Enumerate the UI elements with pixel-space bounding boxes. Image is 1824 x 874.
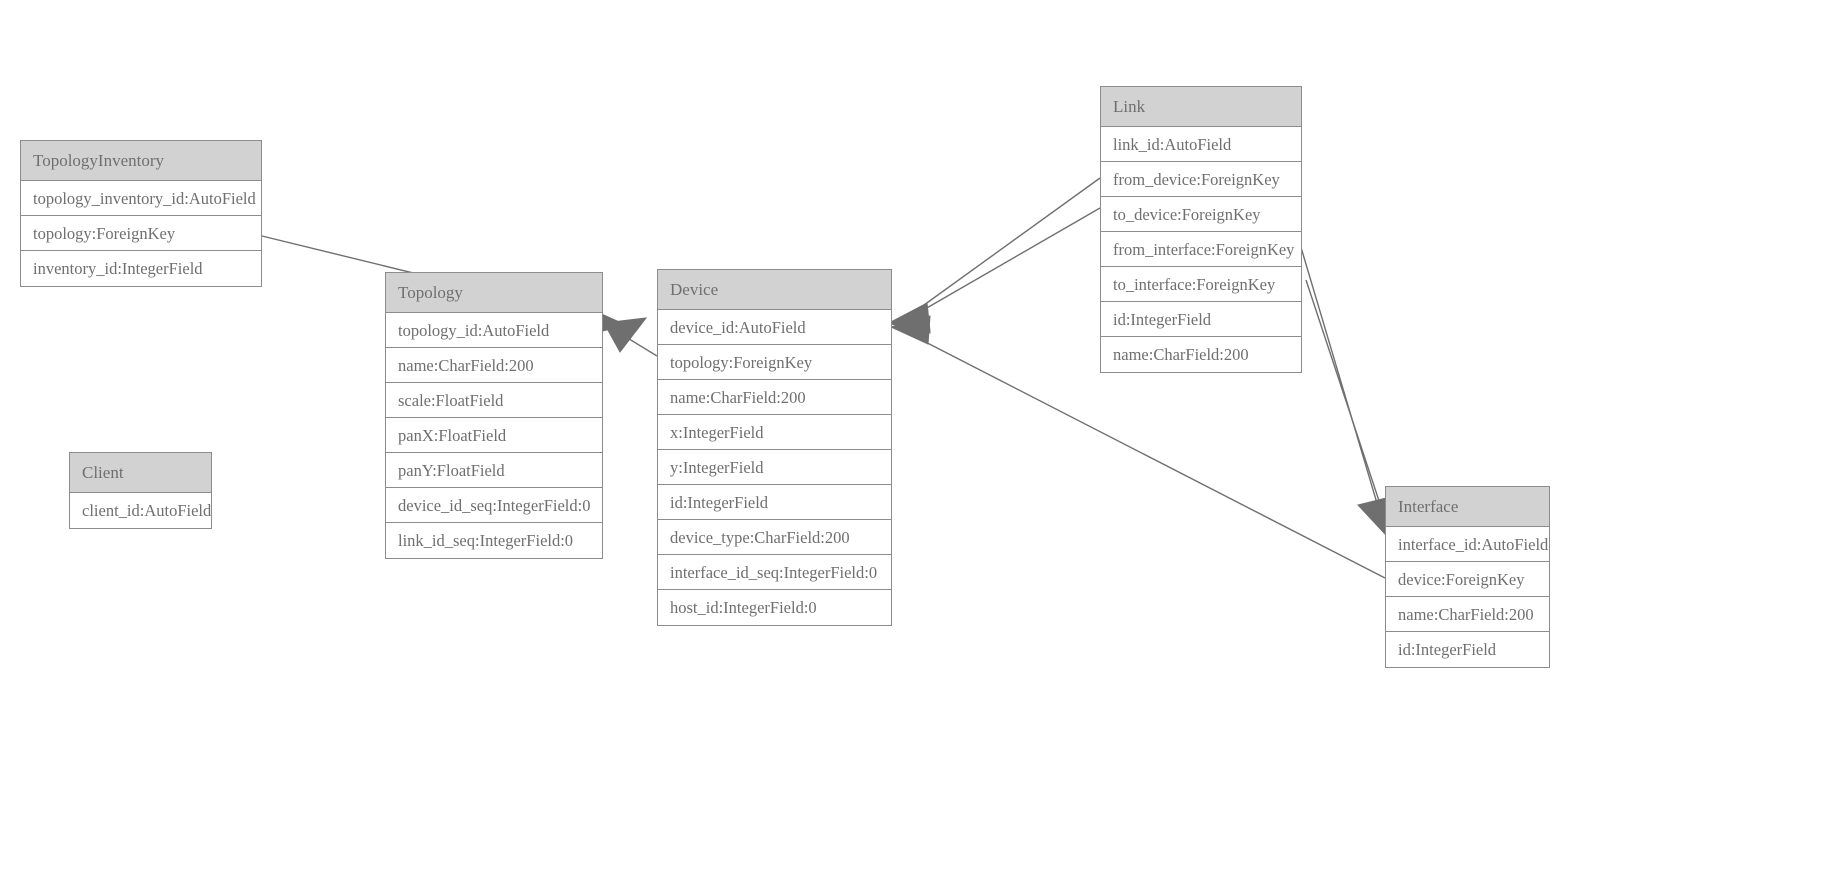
- field-row[interactable]: to_interface:ForeignKey: [1101, 267, 1301, 302]
- entity-title-client: Client: [70, 453, 211, 493]
- relationship-arrowhead: [1357, 497, 1387, 536]
- field-row[interactable]: to_device:ForeignKey: [1101, 197, 1301, 232]
- field-row[interactable]: device:ForeignKey: [1386, 562, 1549, 597]
- entity-fields-client: client_id:AutoField: [70, 493, 211, 528]
- relationship-arrowhead: [889, 302, 931, 332]
- field-row[interactable]: link_id:AutoField: [1101, 127, 1301, 162]
- entity-client[interactable]: Client client_id:AutoField: [69, 452, 212, 529]
- field-row[interactable]: topology_inventory_id:AutoField: [21, 181, 261, 216]
- entity-title-topology_inventory: TopologyInventory: [21, 141, 261, 181]
- rel-link-tointerface: [1305, 279, 1390, 536]
- field-row[interactable]: y:IntegerField: [658, 450, 891, 485]
- rel-link-fromdevice: [889, 177, 1101, 332]
- field-row[interactable]: inventory_id:IntegerField: [33, 259, 203, 278]
- relationship-arrowhead: [603, 317, 648, 353]
- field-row[interactable]: host_id:IntegerField:0: [670, 598, 817, 617]
- relationship-arrowhead: [889, 315, 931, 345]
- entity-title-link: Link: [1101, 87, 1301, 127]
- relationship-line: [1305, 279, 1387, 523]
- field-row[interactable]: from_interface:ForeignKey: [1101, 232, 1301, 267]
- rel-link-frominterface: [1299, 243, 1387, 536]
- relationship-line: [905, 177, 1101, 319]
- field-row[interactable]: interface_id:AutoField: [1386, 527, 1549, 562]
- rel-link-todevice: [889, 207, 1101, 334]
- relationship-line: [607, 325, 658, 357]
- relationship-line: [905, 207, 1101, 321]
- field-row[interactable]: topology:ForeignKey: [658, 345, 891, 380]
- field-row[interactable]: id:IntegerField: [1398, 640, 1497, 659]
- field-row[interactable]: interface_id_seq:IntegerField:0: [658, 555, 891, 590]
- field-row[interactable]: panX:FloatField: [386, 418, 602, 453]
- entity-title-interface: Interface: [1386, 487, 1549, 527]
- field-row[interactable]: device_id:AutoField: [658, 310, 891, 345]
- entity-title-topology: Topology: [386, 273, 602, 313]
- entity-title-device: Device: [658, 270, 891, 310]
- field-row[interactable]: name:CharField:200: [386, 348, 602, 383]
- rel-device-topology: [603, 317, 658, 357]
- field-row[interactable]: device_type:CharField:200: [658, 520, 891, 555]
- field-row[interactable]: device_id_seq:IntegerField:0: [386, 488, 602, 523]
- field-row[interactable]: scale:FloatField: [386, 383, 602, 418]
- relationship-arrowhead: [889, 304, 931, 334]
- field-row[interactable]: panY:FloatField: [386, 453, 602, 488]
- field-row[interactable]: x:IntegerField: [658, 415, 891, 450]
- field-row[interactable]: client_id:AutoField: [82, 501, 211, 520]
- field-row[interactable]: topology:ForeignKey: [21, 216, 261, 251]
- field-row[interactable]: from_device:ForeignKey: [1101, 162, 1301, 197]
- field-row[interactable]: name:CharField:200: [1113, 345, 1249, 364]
- relationship-line: [1299, 243, 1383, 521]
- field-row[interactable]: link_id_seq:IntegerField:0: [398, 531, 574, 550]
- field-row[interactable]: id:IntegerField: [658, 485, 891, 520]
- field-row[interactable]: topology_id:AutoField: [386, 313, 602, 348]
- field-row[interactable]: name:CharField:200: [658, 380, 891, 415]
- field-row[interactable]: name:CharField:200: [1386, 597, 1549, 632]
- field-row[interactable]: id:IntegerField: [1101, 302, 1301, 337]
